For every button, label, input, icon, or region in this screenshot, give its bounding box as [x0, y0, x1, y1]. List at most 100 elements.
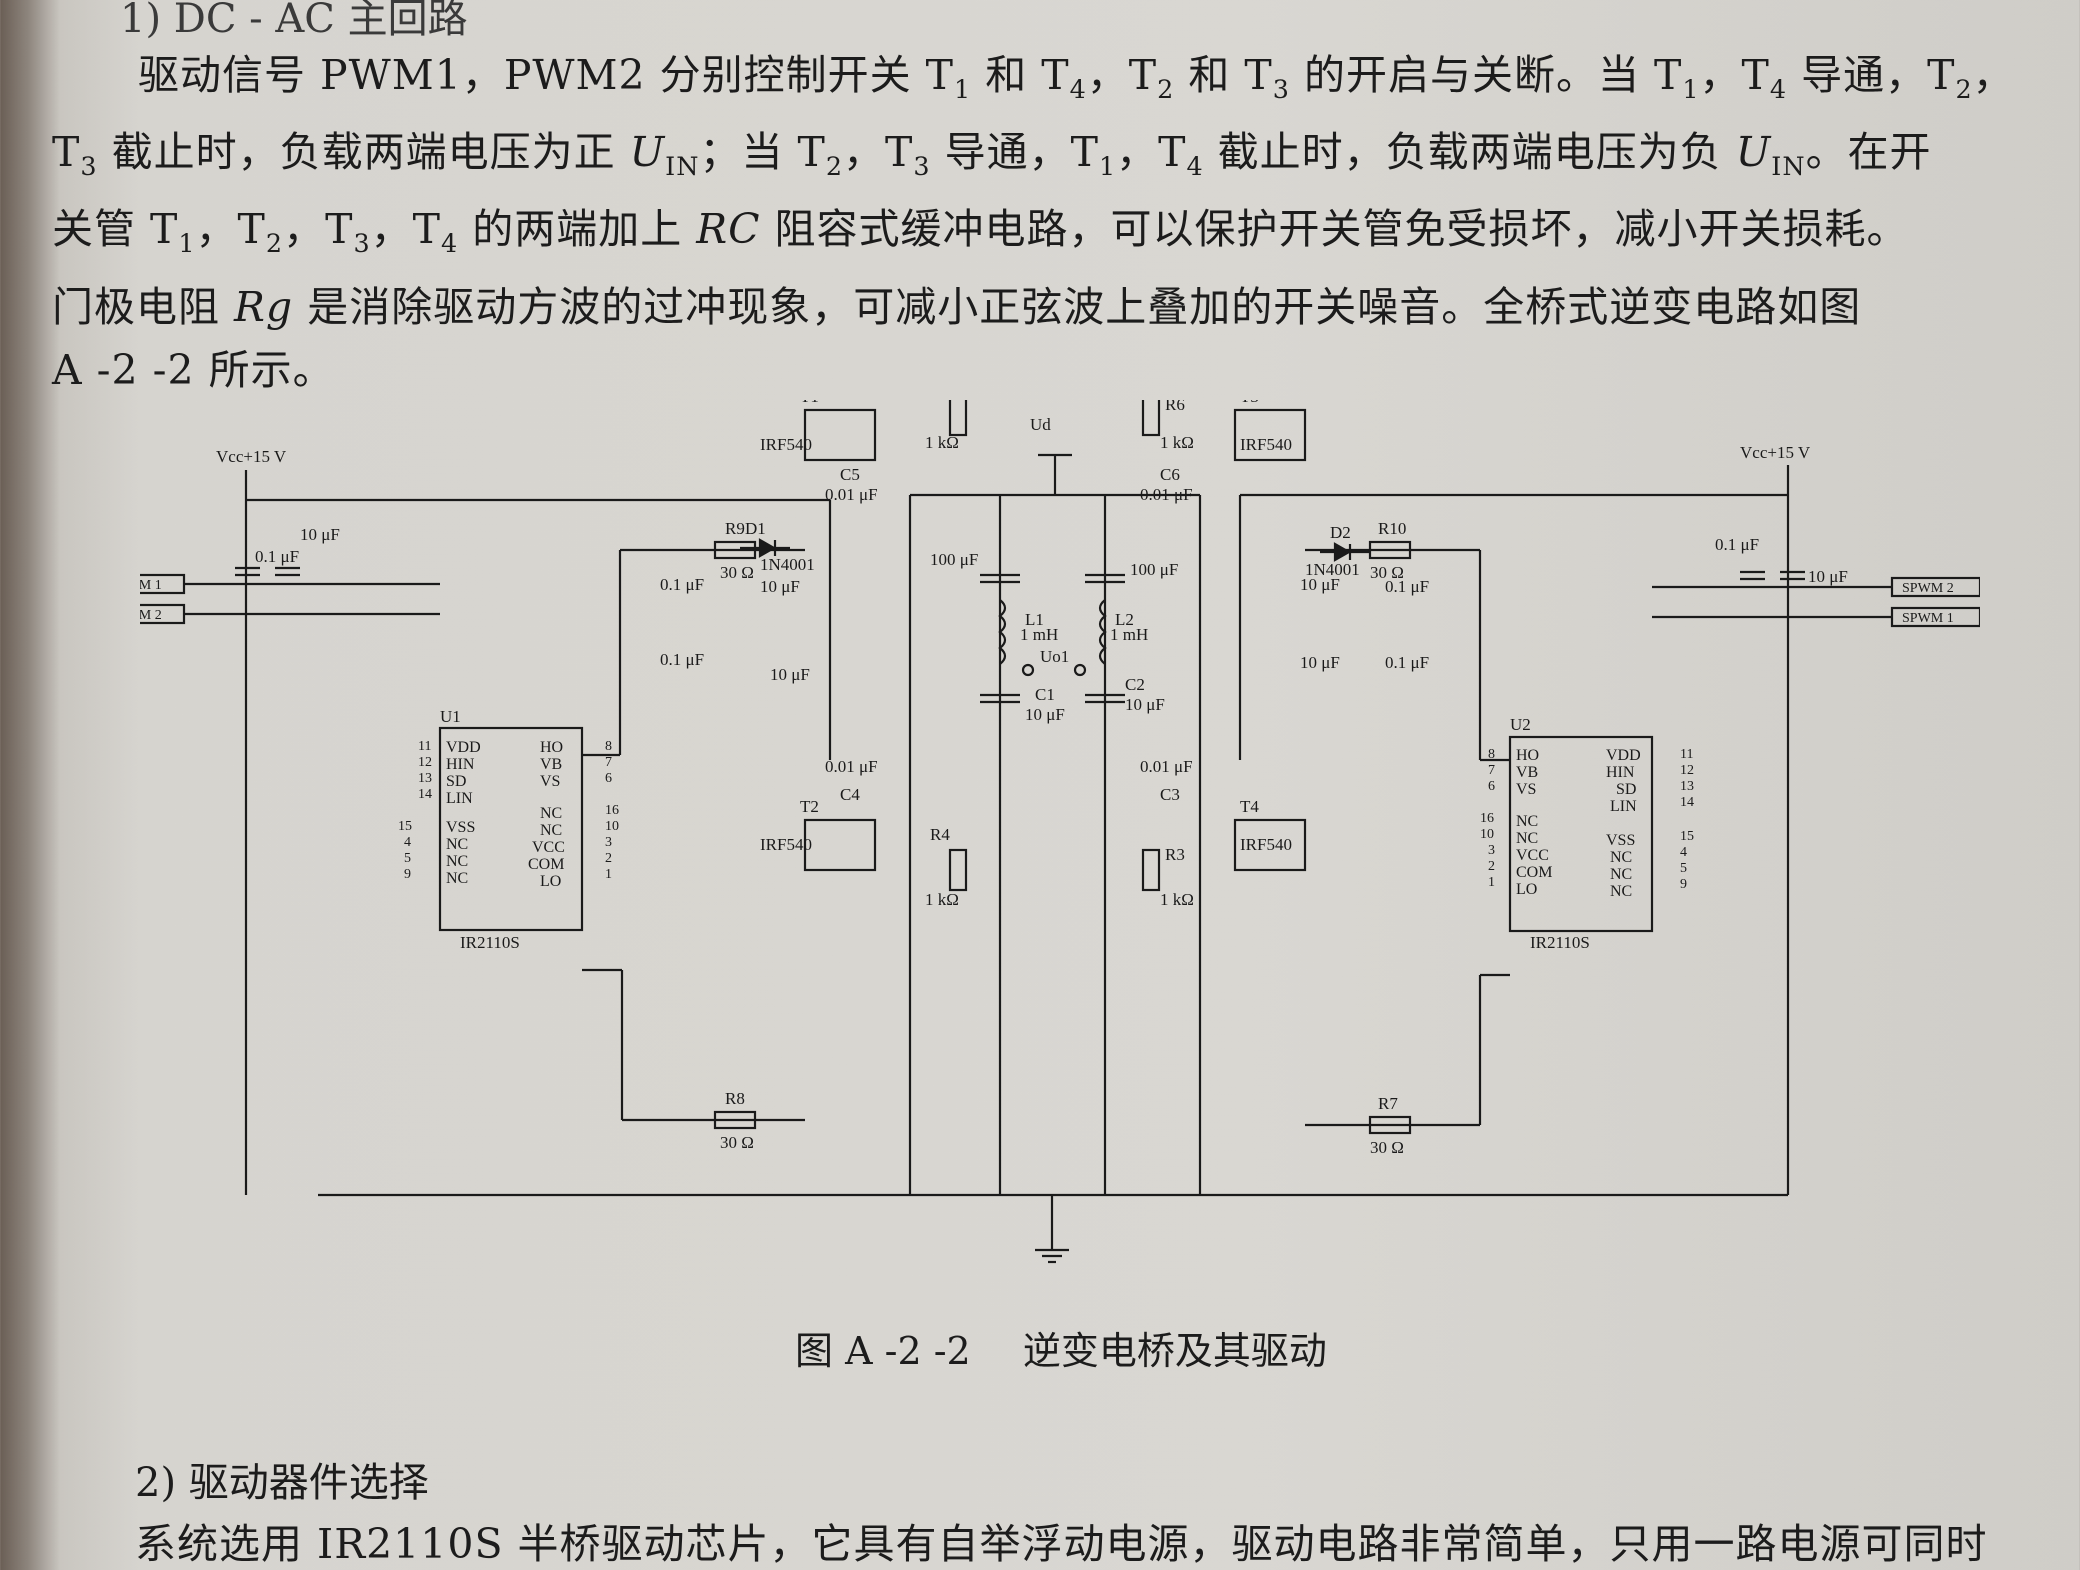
- label-ic-left: IR2110S: [460, 933, 520, 952]
- u2-pin-lo: LO: [1516, 881, 1537, 898]
- u2-num-15: 15: [1680, 829, 1694, 844]
- label-c10-right: 10 μF: [1808, 567, 1848, 586]
- trailing-paragraph: 系统选用 IR2110S 半桥驱动芯片，它具有自举浮动电源，驱动电路非常简单，只…: [135, 1520, 1988, 1568]
- u1-pin-nc-c: NC: [446, 870, 468, 887]
- label-c3: C3: [1160, 785, 1180, 804]
- u2-pin-nc-c: NC: [1610, 849, 1632, 866]
- label-c5: C5: [840, 465, 860, 484]
- label-r6: R6: [1165, 400, 1185, 414]
- u1-pin-nc-a: NC: [446, 836, 468, 853]
- label-c4-val: 0.01 μF: [825, 757, 878, 776]
- label-r10: R10: [1378, 519, 1406, 538]
- label-u2: U2: [1510, 715, 1531, 734]
- u1-pin-nc-b: NC: [446, 853, 468, 870]
- u1-pin-lo: LO: [540, 873, 561, 890]
- u2-pin-nc-d: NC: [1610, 866, 1632, 883]
- label-t2: T2: [800, 797, 819, 816]
- u1-num-11: 11: [418, 739, 431, 754]
- u1-num-3: 3: [605, 835, 612, 850]
- label-spwm2-right: SPWM 2: [1902, 581, 1954, 596]
- u1-num-14: 14: [418, 787, 432, 802]
- label-c2: C2: [1125, 675, 1145, 694]
- label-u1: U1: [440, 707, 461, 726]
- label-l1: L1: [1025, 610, 1044, 629]
- u2-pin-sd: SD: [1616, 781, 1636, 798]
- u2-pin-vcc: VCC: [1516, 847, 1549, 864]
- label-r7-val: 30 Ω: [1370, 1138, 1404, 1157]
- label-l2-val: 1 mH: [1110, 625, 1148, 644]
- section-heading-top: 1) DC - AC 主回路: [120, 0, 468, 42]
- label-t3: T3: [1240, 400, 1259, 406]
- u1-num-4: 4: [404, 835, 411, 850]
- label-c10-boot-right: 10 μF: [1300, 575, 1340, 594]
- label-spwm1-left: SPWM 1: [140, 578, 162, 593]
- u1-num-15: 15: [398, 819, 412, 834]
- label-spwm1-right: SPWM 1: [1902, 611, 1954, 626]
- label-d2-part: 1N4001: [1305, 560, 1360, 579]
- u2-pin-vb: VB: [1516, 764, 1538, 781]
- label-l2: L2: [1115, 610, 1134, 629]
- label-d2: D2: [1330, 523, 1351, 542]
- section-heading-2: 2) 驱动器件选择: [135, 1460, 429, 1506]
- u2-num-9: 9: [1680, 877, 1687, 892]
- label-ud: Ud: [1030, 415, 1051, 434]
- u2-pin-hin: HIN: [1606, 764, 1635, 781]
- u1-num-13: 13: [418, 771, 432, 786]
- para-line-1: 驱动信号 PWM1，PWM2 分别控制开关 T1 和 T4，T2 和 T3 的开…: [138, 51, 2015, 105]
- label-ic-right: IR2110S: [1530, 933, 1590, 952]
- label-c6-val: 0.01 μF: [1140, 485, 1193, 504]
- para-line-2: T3 截止时，负载两端电压为正 UIN；当 T2，T3 导通，T1，T4 截止时…: [52, 128, 1932, 182]
- u2-pin-vss: VSS: [1606, 832, 1635, 849]
- u1-num-8: 8: [605, 739, 612, 754]
- u2-pin-nc-e: NC: [1610, 883, 1632, 900]
- para-line-3: 关管 T1，T2，T3，T4 的两端加上 RC 阻容式缓冲电路，可以保护开关管免…: [52, 205, 1909, 259]
- u1-pin-vb: VB: [540, 756, 562, 773]
- u1-pin-com: COM: [528, 856, 564, 873]
- label-r4-val: 1 kΩ: [925, 890, 959, 909]
- label-d1: D1: [745, 519, 766, 538]
- label-t1: T1: [800, 400, 819, 406]
- label-t2-part: IRF540: [760, 835, 812, 854]
- label-r3-val: 1 kΩ: [1160, 890, 1194, 909]
- u2-pin-com: COM: [1516, 864, 1552, 881]
- label-c-bulk-left: 100 μF: [930, 550, 978, 569]
- label-t3-part: IRF540: [1240, 435, 1292, 454]
- label-r4: R4: [930, 825, 950, 844]
- label-t4-part: IRF540: [1240, 835, 1292, 854]
- u2-pin-lin: LIN: [1610, 798, 1637, 815]
- u2-pin-vdd: VDD: [1606, 747, 1641, 764]
- u1-num-5: 5: [404, 851, 411, 866]
- label-l1-val: 1 mH: [1020, 625, 1058, 644]
- u1-pin-nc-e: NC: [540, 822, 562, 839]
- label-c01-left: 0.1 μF: [255, 547, 299, 566]
- u1-pin-hin: HIN: [446, 756, 475, 773]
- label-r10-val: 30 Ω: [1370, 563, 1404, 582]
- para-line-5: A -2 -2 所示。: [52, 345, 335, 394]
- u2-pin-nc-a: NC: [1516, 813, 1538, 830]
- u1-num-16: 16: [605, 803, 619, 818]
- u2-num-5: 5: [1680, 861, 1687, 876]
- label-r9-val: 30 Ω: [720, 563, 754, 582]
- u2-num-6: 6: [1488, 779, 1495, 794]
- u2-num-13: 13: [1680, 779, 1694, 794]
- figure-caption: 图 A -2 -2 逆变电桥及其驱动: [795, 1320, 1367, 1375]
- label-c01-right: 0.1 μF: [1715, 535, 1759, 554]
- caption-title: 逆变电桥及其驱动: [1022, 1329, 1327, 1373]
- label-t4: T4: [1240, 797, 1259, 816]
- label-r6-val: 1 kΩ: [1160, 433, 1194, 452]
- u1-num-2: 2: [605, 851, 612, 866]
- para-line-4: 门极电阻 Rg 是消除驱动方波的过冲现象，可减小正弦波上叠加的开关噪音。全桥式逆…: [52, 282, 1862, 331]
- label-c01-boot-right: 0.1 μF: [1385, 577, 1429, 596]
- u1-pin-vss: VSS: [446, 819, 475, 836]
- u2-pin-nc-b: NC: [1516, 830, 1538, 847]
- label-vcc-left: Vcc+15 V: [216, 447, 287, 466]
- label-c1-val: 10 μF: [1025, 705, 1065, 724]
- inverter-bridge-figure: Ud Vcc+15 V Vcc+15 V U1 U2 IR2110S IR211…: [100, 373, 1982, 1270]
- label-r9: R9: [725, 519, 745, 538]
- u2-num-8: 8: [1488, 747, 1495, 762]
- label-r5-val: 1 kΩ: [925, 433, 959, 452]
- u1-pin-ho: HO: [540, 739, 563, 756]
- u2-num-2: 2: [1488, 859, 1495, 874]
- u1-pin-vdd: VDD: [446, 739, 481, 756]
- label-c4: C4: [840, 785, 860, 804]
